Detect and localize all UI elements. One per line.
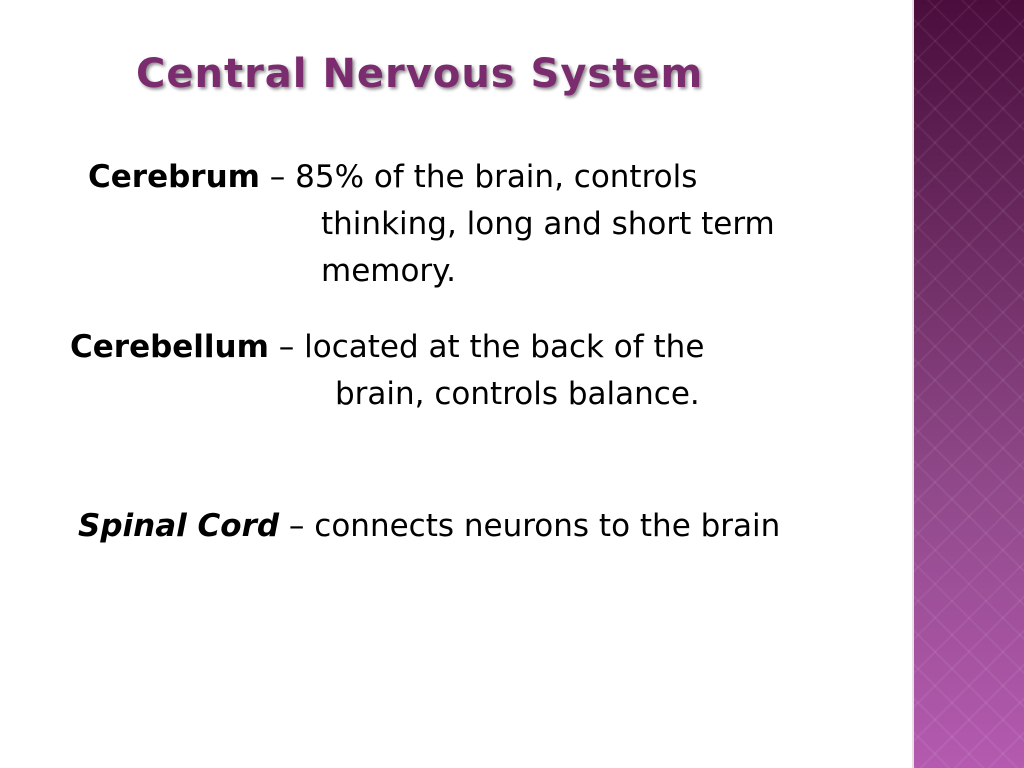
cerebrum-entry: Cerebrum – 85% of the brain, controls th… (88, 154, 775, 295)
spinal-cord-first-line: Spinal Cord – connects neurons to the br… (78, 503, 780, 550)
cerebrum-definition-line-3: memory. (321, 253, 456, 289)
cerebellum-entry: Cerebellum – located at the back of the … (70, 324, 704, 418)
spinal-cord-separator: – (279, 508, 315, 544)
cerebellum-first-line: Cerebellum – located at the back of the (70, 324, 704, 371)
cerebellum-definition-line-2: brain, controls balance. (335, 376, 700, 412)
decorative-side-band (912, 0, 1024, 768)
cerebrum-separator: – (259, 159, 296, 195)
cerebellum-separator: – (268, 329, 305, 365)
spinal-cord-definition: connects neurons to the brain (314, 508, 781, 544)
cerebrum-term: Cerebrum (88, 159, 260, 195)
spinal-cord-term: Spinal Cord (78, 508, 280, 544)
cerebrum-definition-line-2: thinking, long and short term (321, 206, 775, 242)
cerebellum-term: Cerebellum (70, 329, 269, 365)
cerebellum-definition-line-1: located at the back of the (304, 329, 705, 365)
spinal-cord-entry: Spinal Cord – connects neurons to the br… (78, 503, 780, 550)
cerebrum-first-line: Cerebrum – 85% of the brain, controls (88, 154, 775, 201)
cerebrum-definition-line-1: 85% of the brain, controls (295, 159, 698, 195)
slide-title: Central Nervous System (136, 51, 704, 97)
